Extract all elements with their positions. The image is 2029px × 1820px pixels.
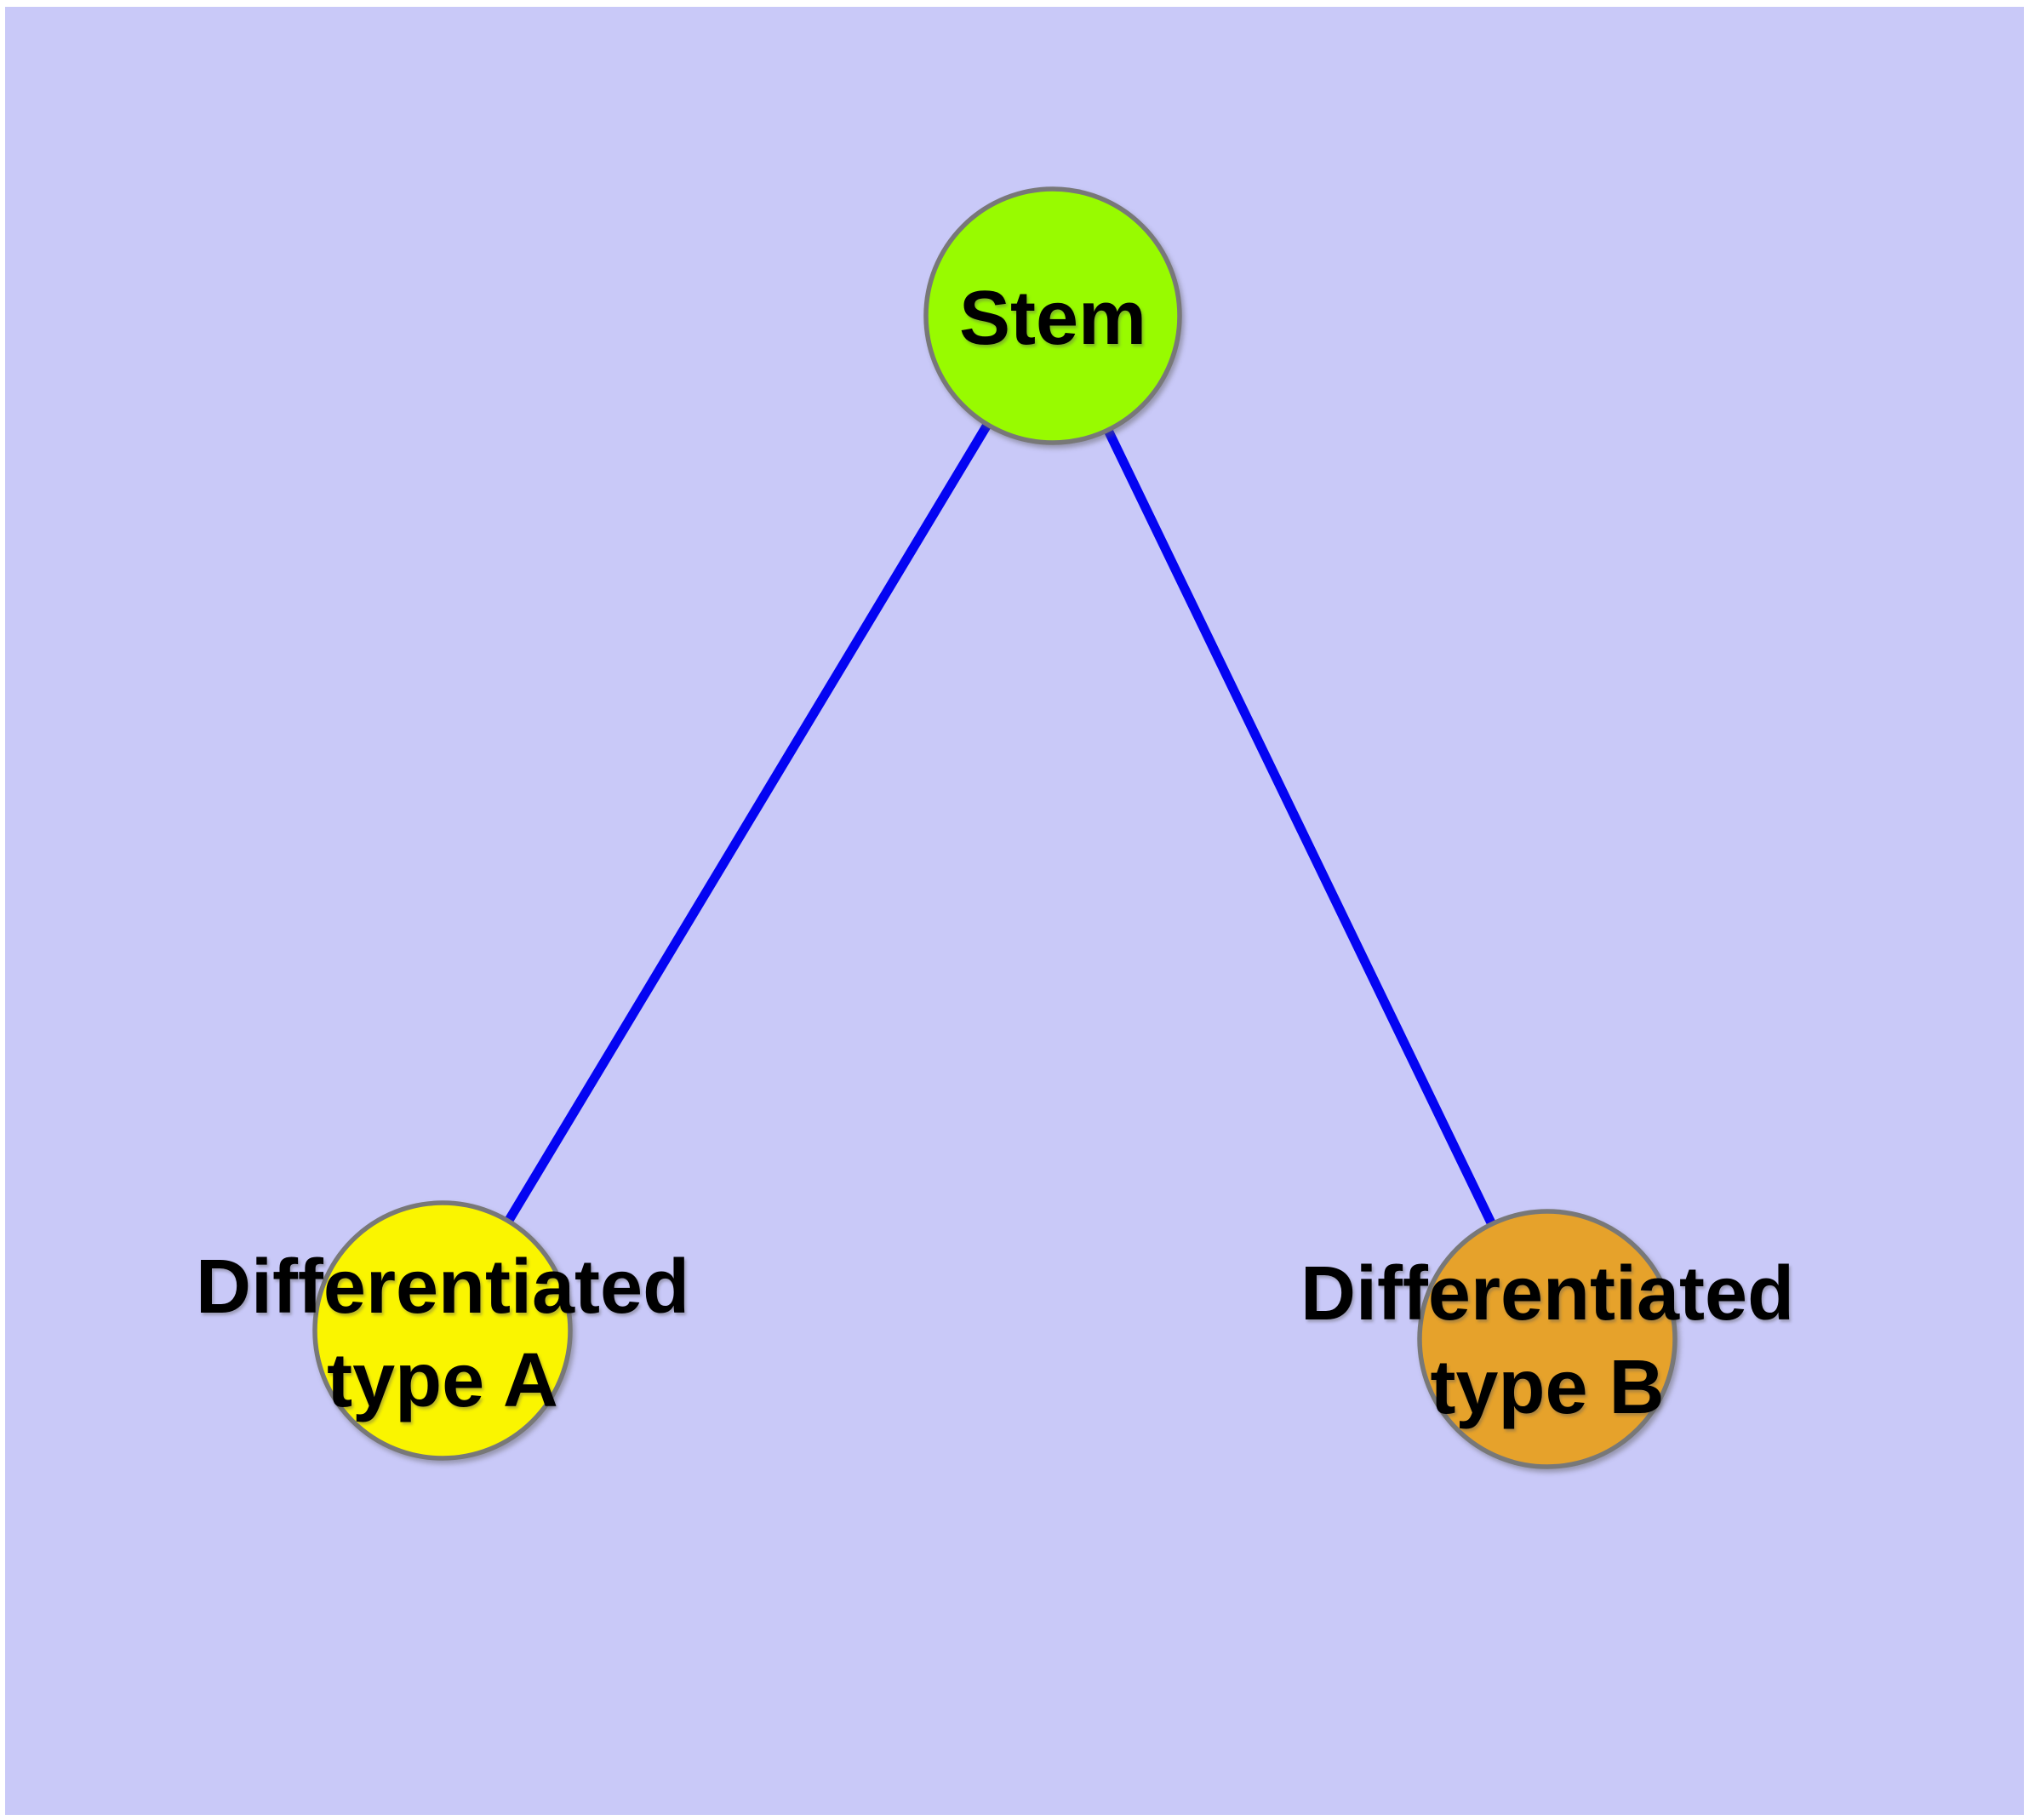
edge-stem-to-type-b [1049, 313, 1552, 1342]
node-label-stem: Stem [958, 276, 1147, 361]
node-label-type-a: Differentiated type A [195, 1245, 690, 1423]
node-stem [923, 186, 1182, 445]
node-type-a [312, 1200, 573, 1461]
edge-stem-to-type-a [438, 313, 1057, 1333]
node-type-b [1417, 1209, 1677, 1469]
node-label-type-b: Differentiated type B [1300, 1251, 1795, 1430]
